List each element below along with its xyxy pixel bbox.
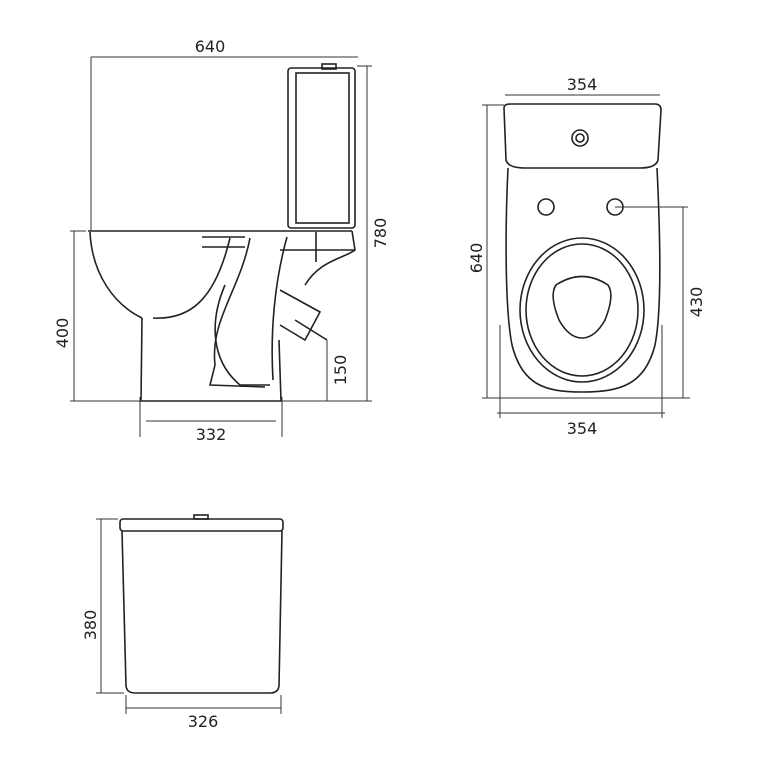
top-dimension-lines xyxy=(482,94,690,418)
seat xyxy=(519,237,645,383)
side-view: 640 780 400 150 332 xyxy=(53,37,390,444)
dim-outlet-height: 150 xyxy=(331,355,350,386)
top-view: 354 640 430 354 xyxy=(467,75,706,438)
dim-bottom-width: 354 xyxy=(567,419,598,438)
fixing-hole-left xyxy=(537,198,555,216)
dim-overall-depth: 640 xyxy=(467,243,486,274)
cistern-side xyxy=(287,63,356,229)
dim-overall-width: 640 xyxy=(195,37,226,56)
dim-top-width: 354 xyxy=(567,75,598,94)
flush-button xyxy=(571,129,589,147)
dim-holes-distance: 430 xyxy=(687,287,706,318)
cistern-view: 380 326 xyxy=(81,514,284,731)
dim-base-width: 332 xyxy=(196,425,227,444)
dim-cistern-width: 326 xyxy=(188,712,219,731)
bowl-side xyxy=(88,230,356,402)
side-dimension-lines xyxy=(70,56,372,437)
dim-cistern-height: 380 xyxy=(81,610,100,641)
dim-seat-height: 400 xyxy=(53,318,72,349)
dim-overall-height: 780 xyxy=(371,218,390,249)
